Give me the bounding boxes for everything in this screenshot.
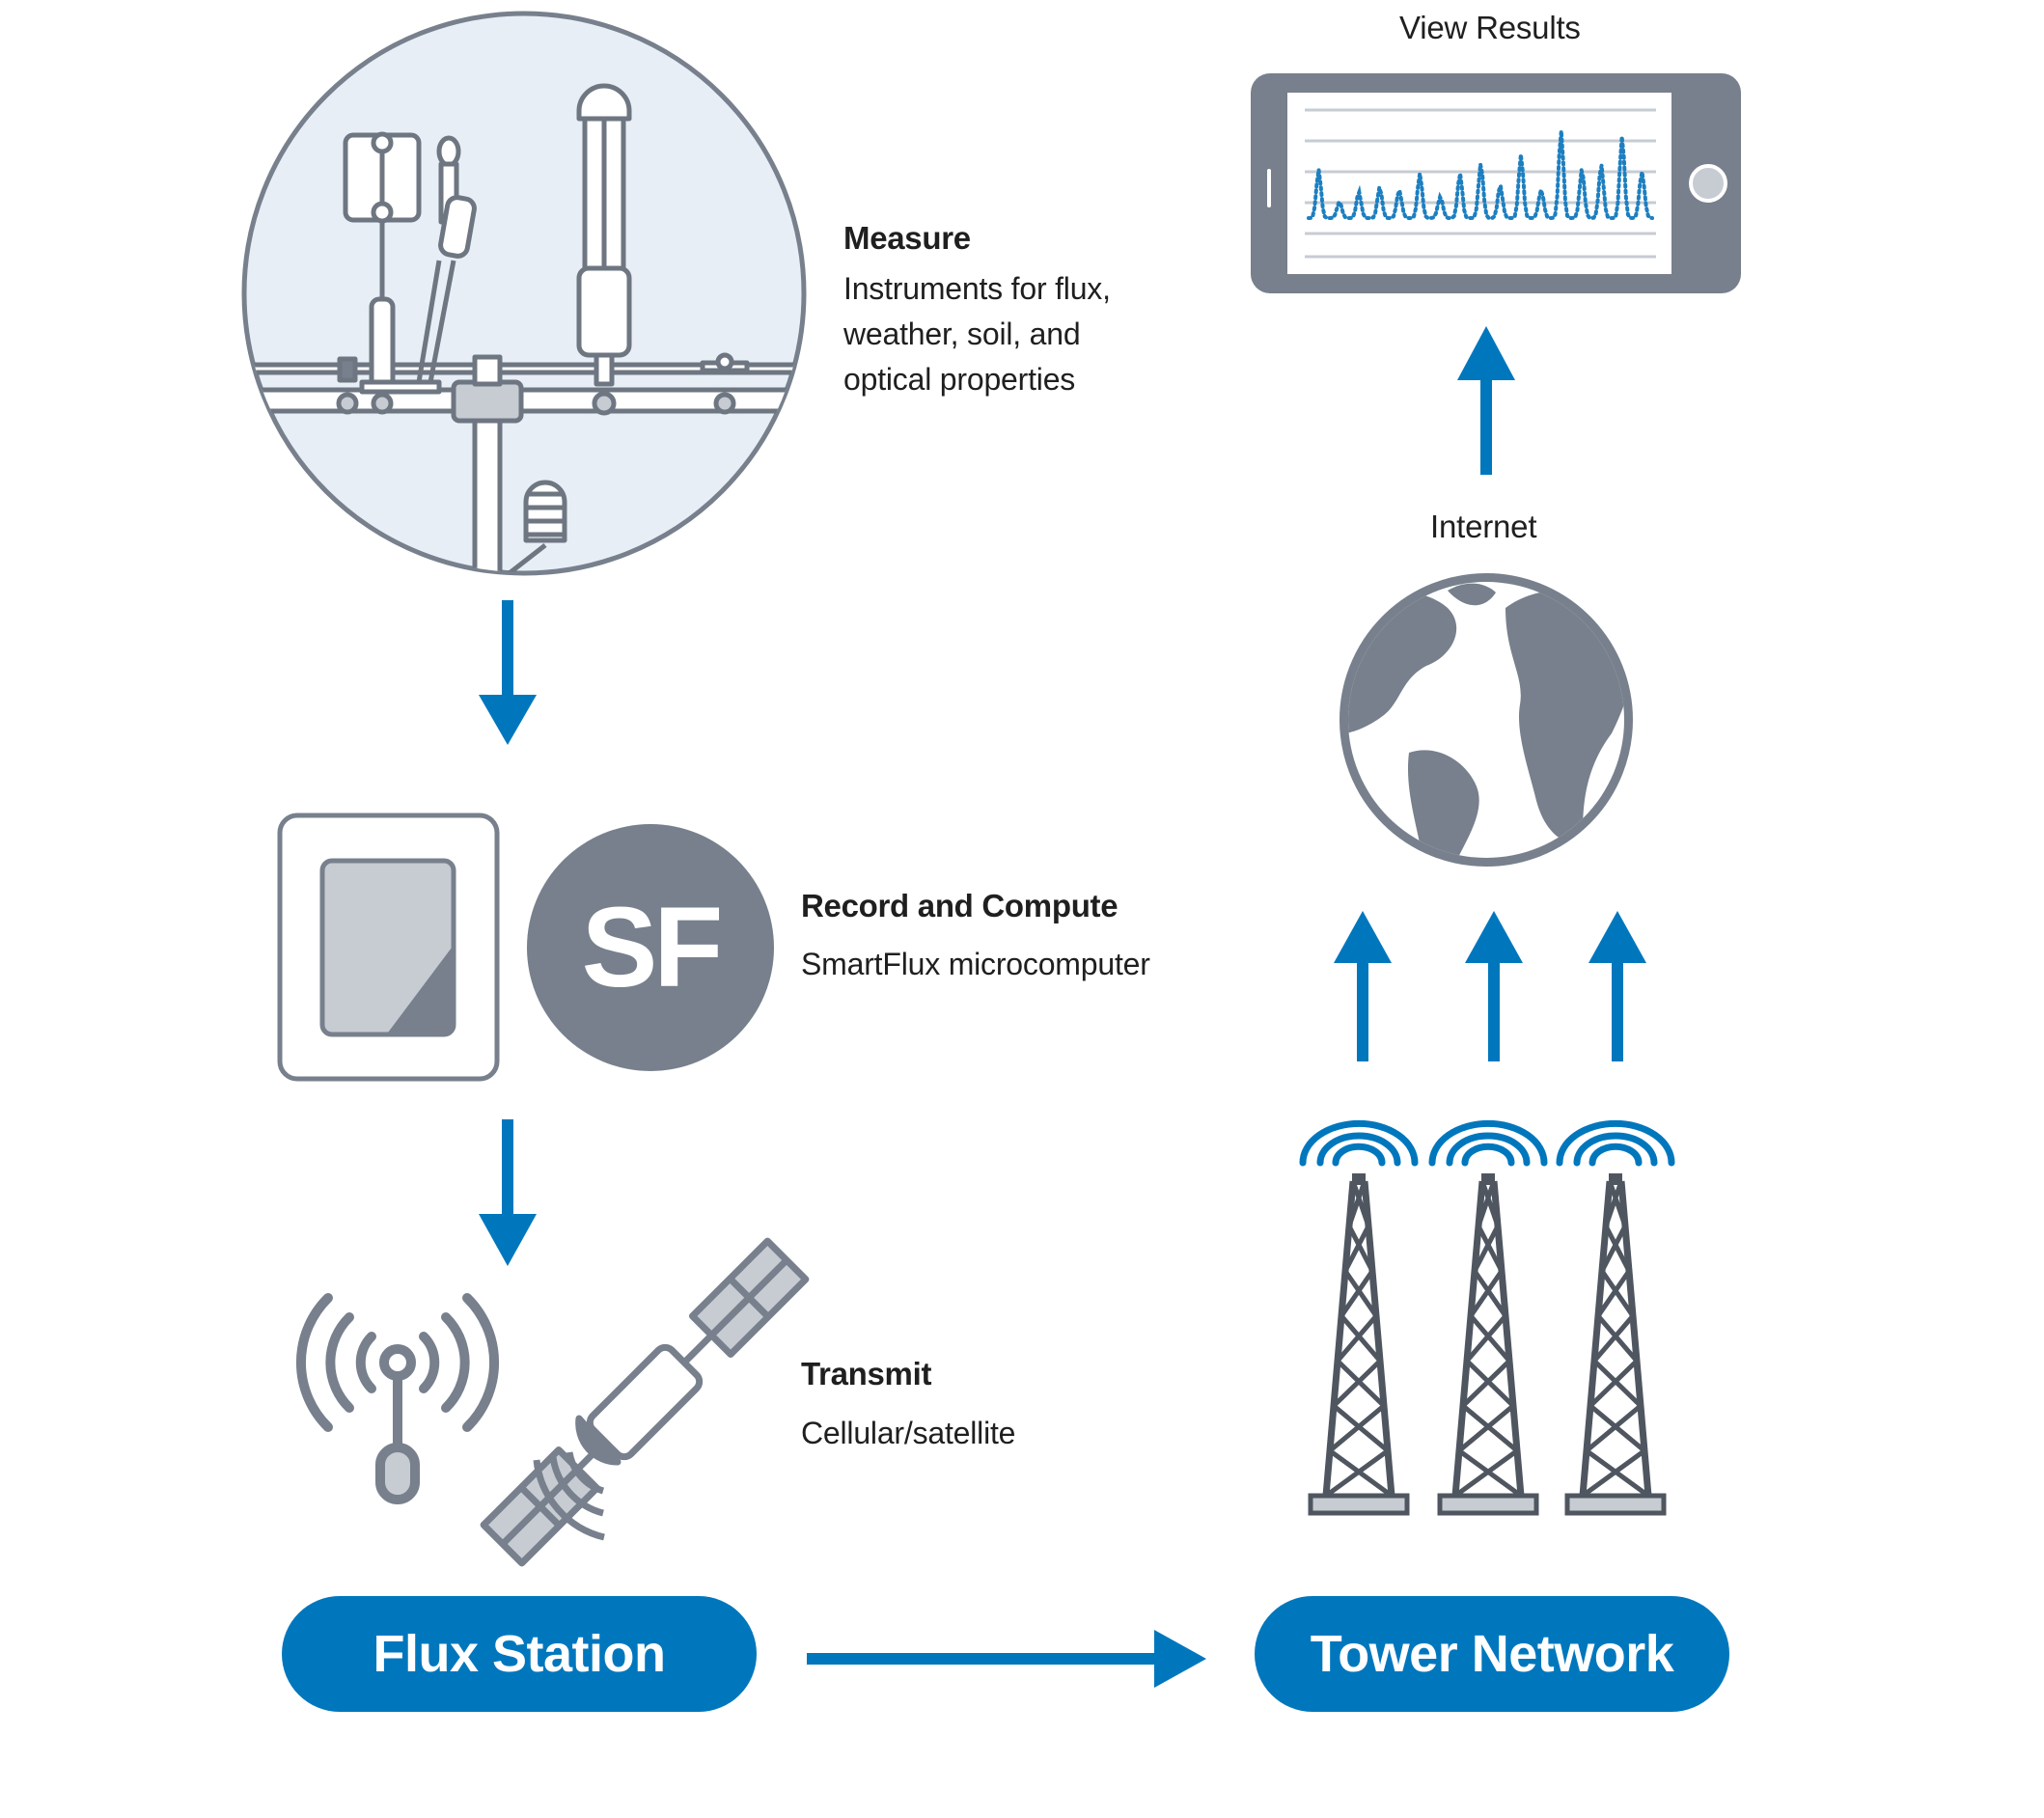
record-heading: Record and Compute: [801, 888, 1119, 923]
measure-line: optical properties: [843, 362, 1076, 397]
measure-line: Instruments for flux,: [843, 271, 1111, 306]
record-description: SmartFlux microcomputer: [801, 947, 1150, 981]
sf-badge-circle: [527, 824, 774, 1071]
instrument-tower-illustration: [241, 11, 807, 576]
internet-label: Internet: [1430, 509, 1537, 544]
smartphone-icon: [1251, 73, 1741, 293]
satellite-icon: [480, 1237, 810, 1567]
view-results-label: View Results: [1399, 10, 1581, 45]
sf-badge: SF: [581, 884, 724, 1011]
tower-network-pill: Tower Network: [1255, 1596, 1729, 1712]
measure-line: weather, soil, and: [843, 317, 1081, 351]
arrow-right-icon: [807, 1630, 1206, 1688]
arrow-up-icon: [1334, 911, 1392, 1061]
flux-station-pill: Flux Station: [282, 1596, 757, 1712]
measure-description: Instruments for flux, weather, soil, and…: [843, 266, 1111, 402]
cellular-antenna-icon: [296, 1293, 499, 1504]
arrow-up-icon: [1457, 326, 1515, 475]
globe-icon: [1340, 573, 1633, 867]
measure-heading: Measure: [843, 220, 971, 256]
transmit-heading: Transmit: [801, 1356, 932, 1391]
transmit-description: Cellular/satellite: [801, 1416, 1016, 1450]
cell-tower-icon: [1299, 1119, 1419, 1516]
arrow-up-icon: [1588, 911, 1646, 1061]
arrow-down-icon: [479, 1119, 537, 1266]
cell-tower-icon: [1428, 1119, 1548, 1516]
smartflux-device-icon: [277, 813, 500, 1082]
arrow-up-icon: [1465, 911, 1523, 1061]
arrow-down-icon: [479, 600, 537, 745]
cell-tower-icon: [1556, 1119, 1675, 1516]
